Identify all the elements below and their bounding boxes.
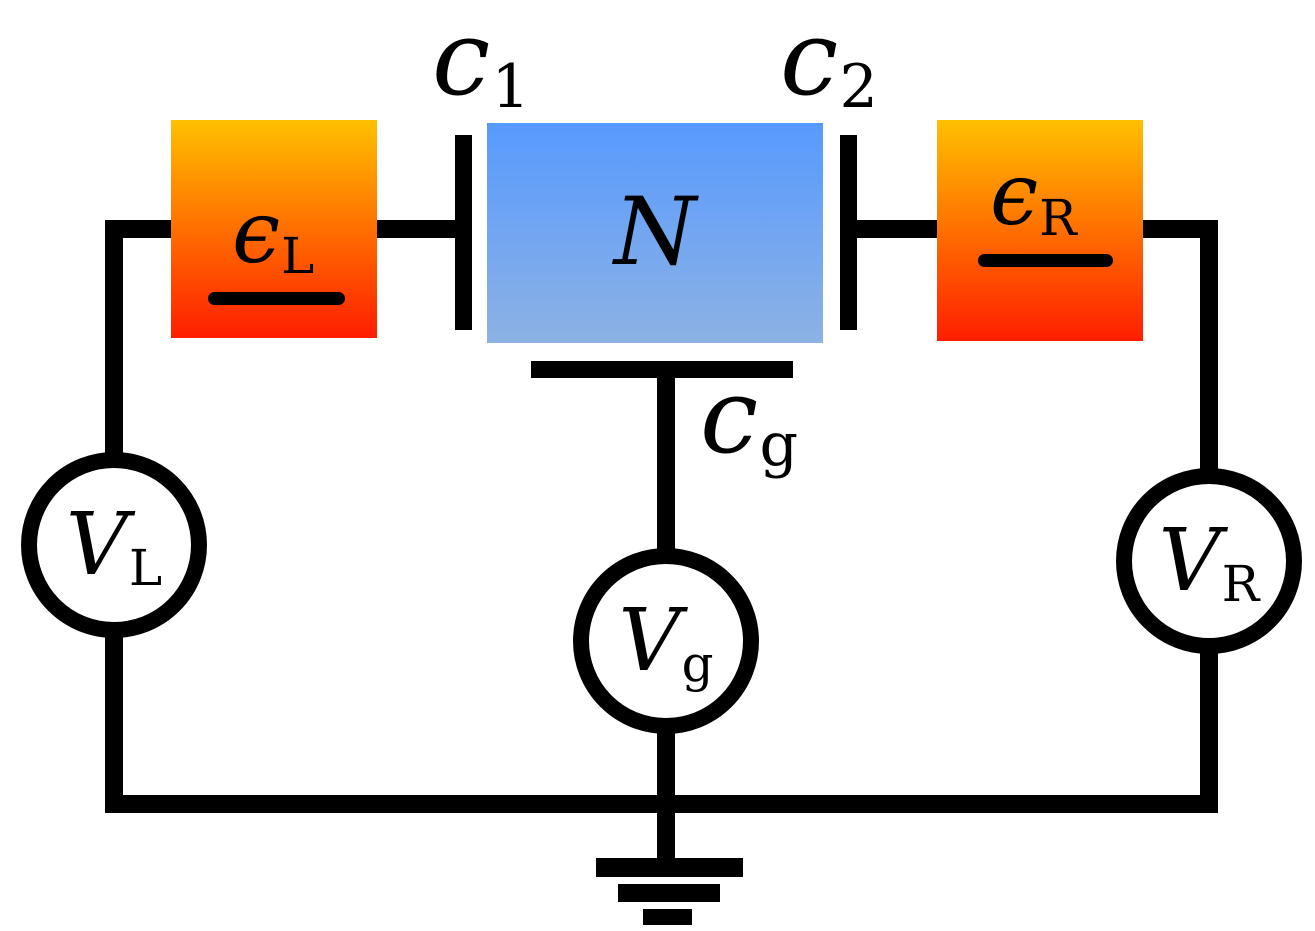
wire-right-bus-lower [1200,648,1218,813]
label-c1: c1 [432,6,530,117]
wire-right-bus-upper [1200,220,1218,475]
gate-capacitor-plate [531,361,793,378]
wire-left-lead-to-c1 [375,220,457,238]
c1-base: c [432,0,491,119]
ground-bar-2 [618,884,720,902]
label-cg: cg [700,364,798,475]
epsilon-left-sub: L [281,226,315,285]
gate-stem-upper [657,376,675,554]
label-epsilon-left: ϵL [232,190,314,281]
wire-c2-to-right-lead [855,220,939,238]
epsilon-right-sub: R [1039,188,1077,247]
c2-sub: 2 [839,52,878,123]
voltage-source-gate-label: Vg [618,591,714,693]
c1-sub: 1 [491,52,530,123]
left-lead-level-line [208,292,345,305]
label-epsilon-right: ϵR [990,152,1077,243]
right-lead-box [937,120,1143,341]
epsilon-right-base: ϵ [990,145,1039,245]
ground-stem [657,813,675,860]
island-box: N [487,123,823,343]
c2-base: c [780,0,839,119]
epsilon-left-base: ϵ [232,183,281,283]
voltage-source-left: VL [21,452,207,638]
wire-left-bus-lower [105,630,123,813]
voltage-source-gate: Vg [573,548,759,734]
right-lead-level-line [978,254,1113,267]
voltage-source-left-label: VL [65,495,163,597]
ground-bar-3 [643,909,692,925]
gate-stem-lower [657,728,675,813]
ground-bar-1 [596,858,743,877]
voltage-source-right-label: VR [1158,511,1260,613]
cg-sub: g [759,410,799,481]
voltage-source-right: VR [1116,468,1302,654]
capacitor-c2-plate [840,135,857,330]
capacitor-c1-plate [455,135,472,330]
cg-base: c [700,355,759,477]
island-label: N [613,178,697,287]
label-c2: c2 [780,6,878,117]
wire-right-lead-to-bus [1141,220,1218,238]
wire-left-bus-upper [105,220,123,458]
